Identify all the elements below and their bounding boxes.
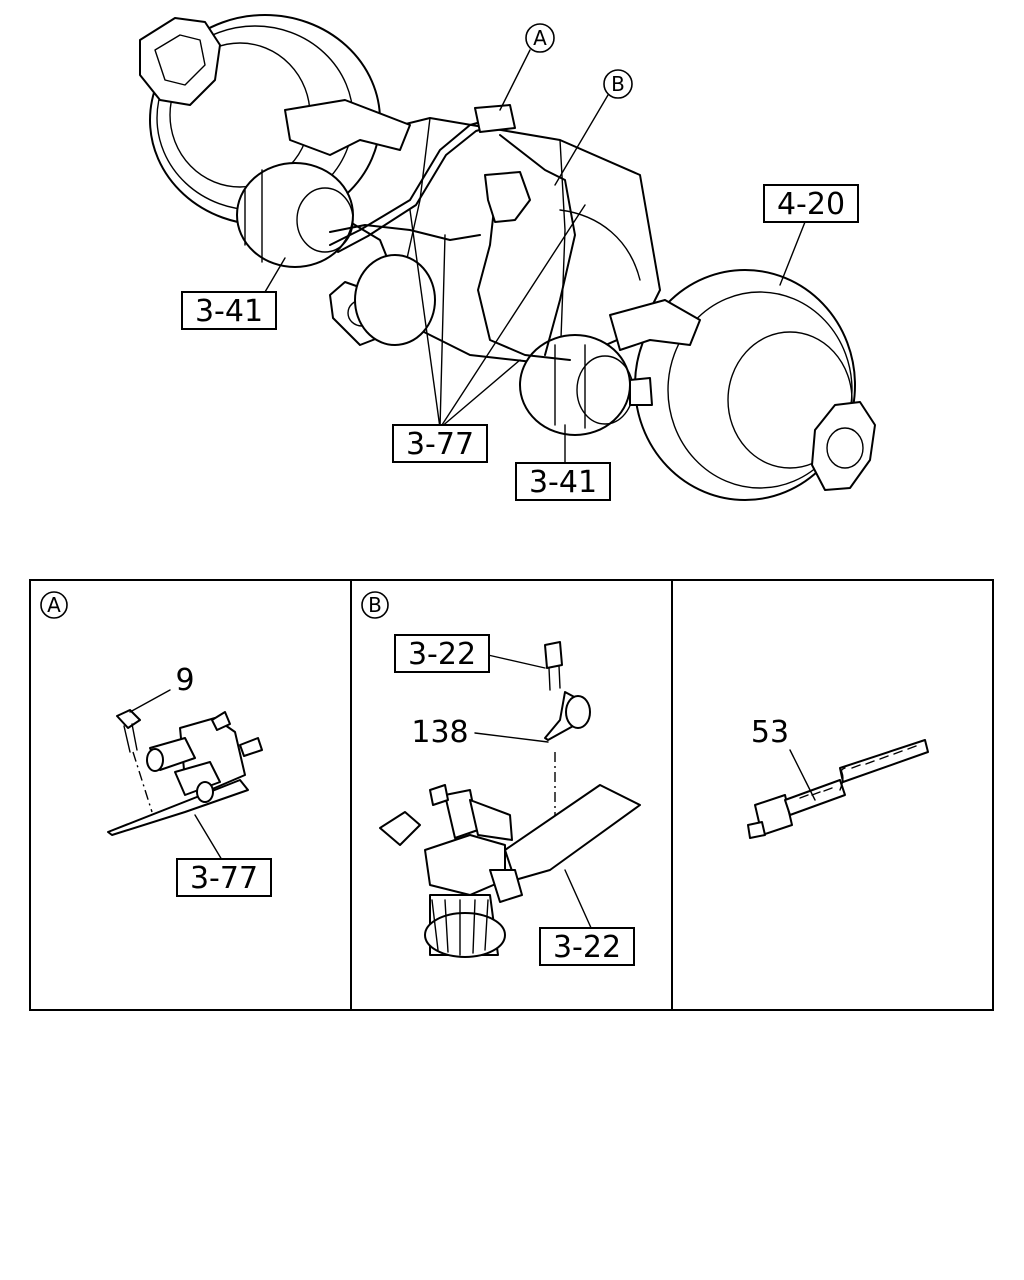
air-pipes (329, 104, 576, 361)
svg-text:3-41: 3-41 (195, 294, 263, 329)
svg-text:3-41: 3-41 (529, 465, 597, 500)
svg-text:3-77: 3-77 (190, 861, 258, 896)
callout-3-77: 3-77 (392, 424, 488, 463)
callout-4-20: 4-20 (763, 184, 859, 223)
clip-138-number: 138 (411, 715, 468, 750)
callout-3-41-left: 3-41 (181, 291, 277, 330)
callout-b-text: B (611, 72, 625, 96)
pipe-connectors (146, 711, 263, 803)
panel-c: 53 (747, 715, 929, 839)
cable-tie-53: 53 (747, 715, 929, 839)
callout-a-text: A (533, 26, 547, 50)
callout-3-41-right: 3-41 (515, 462, 611, 501)
panel-a: A 9 3-77 (40, 591, 272, 897)
svg-text:B: B (368, 593, 382, 617)
leader-lines (264, 49, 806, 463)
cable-tie-number: 53 (751, 715, 789, 750)
callout-a-marker: A (525, 23, 555, 53)
clip-bracket-plate (107, 779, 249, 836)
right-brake-chamber (519, 334, 653, 436)
callout-panel-a-3-77: 3-77 (176, 858, 272, 897)
panel-b-marker: B (361, 591, 389, 619)
relay-valve (379, 784, 523, 958)
left-flange (329, 254, 436, 346)
svg-text:3-77: 3-77 (406, 427, 474, 462)
bolt-9-number: 9 (175, 663, 194, 698)
callout-b-marker: B (603, 69, 633, 99)
clip-138: 138 (411, 691, 591, 750)
panel-a-marker: A (40, 591, 68, 619)
detail-panels-frame (29, 579, 994, 1011)
right-hub-drum (609, 269, 876, 501)
svg-text:3-22: 3-22 (553, 930, 621, 965)
svg-text:A: A (47, 593, 61, 617)
svg-text:3-22: 3-22 (408, 637, 476, 672)
bolt-3-22: 3-22 (394, 634, 563, 691)
callout-panel-b-3-22: 3-22 (539, 927, 635, 966)
rear-axle-drawing: A B 4-20 3-41 3-77 3-41 (139, 14, 876, 501)
valve-bracket-plate (504, 784, 641, 881)
panel-b: B 3-22 138 (361, 591, 641, 966)
left-brake-chamber (236, 162, 354, 268)
svg-text:4-20: 4-20 (777, 187, 845, 222)
bolt-9: 9 (116, 663, 195, 813)
